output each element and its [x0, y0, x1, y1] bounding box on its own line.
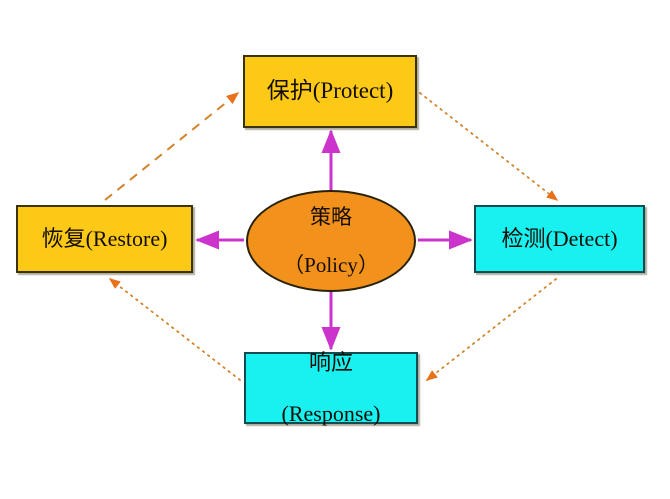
- node-restore-label: 恢复(Restore): [41, 226, 168, 252]
- edge-restore-to-protect: [104, 91, 240, 201]
- node-response[interactable]: 响应 (Response): [244, 350, 418, 426]
- node-restore[interactable]: 恢复(Restore): [16, 205, 193, 273]
- node-protect-label: 保护(Protect): [266, 78, 394, 104]
- node-detect[interactable]: 检测(Detect): [474, 205, 645, 273]
- node-policy-label-cn: 策略: [309, 204, 352, 229]
- edge-protect-to-detect: [419, 92, 559, 201]
- edge-detect-to-response: [425, 278, 557, 381]
- node-policy[interactable]: 策略 （Policy）: [246, 190, 416, 292]
- node-protect[interactable]: 保护(Protect): [243, 55, 417, 128]
- node-detect-label: 检测(Detect): [501, 226, 618, 252]
- node-policy-label-en: （Policy）: [283, 253, 379, 278]
- edge-response-to-restore: [108, 278, 241, 381]
- node-response-label-cn: 响应: [308, 350, 353, 376]
- node-response-label-en: (Response): [281, 400, 381, 426]
